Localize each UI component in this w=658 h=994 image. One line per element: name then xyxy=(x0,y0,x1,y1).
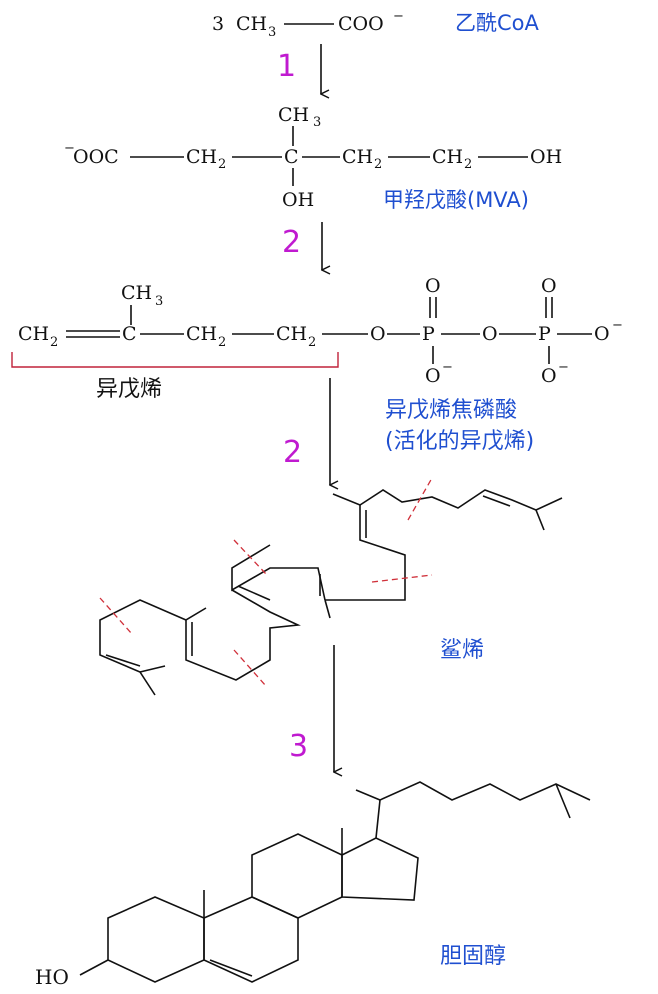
methyl-group: CH xyxy=(278,104,309,126)
mevalonate-formula: CH 3 − OOC CH 2 C CH 2 CH 2 OH OH xyxy=(64,104,562,211)
cut-mark-3 xyxy=(233,539,267,575)
p1-oxide: O xyxy=(425,365,441,387)
step-number-1: 1 xyxy=(277,49,296,84)
squalene-chain-left xyxy=(99,599,187,696)
subscript: 2 xyxy=(218,157,226,172)
carboxylate-group: COO xyxy=(338,13,384,35)
cut-mark-4 xyxy=(233,649,267,687)
negative-charge: − xyxy=(393,9,404,24)
double-bond-left-center xyxy=(237,585,271,601)
subscript: 2 xyxy=(308,335,316,350)
squalene-structure xyxy=(99,489,563,696)
terminal-methyl-a xyxy=(535,497,563,511)
quaternary-carbon: C xyxy=(284,146,299,168)
carboxylate-group: OOC xyxy=(73,146,119,168)
cholesterol-structure xyxy=(79,781,591,983)
side-chain-methyl xyxy=(355,789,381,801)
methyl-group: CH xyxy=(121,282,152,304)
ring-d xyxy=(341,837,419,901)
hydroxyl-label: HO xyxy=(35,965,69,989)
coefficient: 3 xyxy=(212,13,224,35)
squalene-chain-mid xyxy=(325,505,406,601)
methylene-2: CH xyxy=(276,323,307,345)
p2-oxo: O xyxy=(541,275,557,297)
terminal-oxide: O xyxy=(594,323,610,345)
terminal-methylene: CH xyxy=(18,323,49,345)
ester-oxygen: O xyxy=(370,323,386,345)
methylene-2: CH xyxy=(342,146,373,168)
p2-charge: − xyxy=(558,360,569,375)
isopropyl-methyl xyxy=(555,783,571,819)
cleavage-marks xyxy=(99,477,433,687)
methyl-stub xyxy=(324,599,331,619)
mva-label: 甲羟戊酸(MVA) xyxy=(383,188,529,212)
squalene-label: 鲨烯 xyxy=(440,638,484,663)
isopentenyl-pyrophosphate-formula: CH 3 CH 2 C CH 2 CH 2 O P O O − O P O O … xyxy=(18,275,623,387)
isoprene-bracket xyxy=(11,352,339,368)
squalene-chain-top xyxy=(332,489,537,511)
double-bond-top-right xyxy=(482,495,511,507)
ring-a xyxy=(107,896,205,983)
step-number-2b: 2 xyxy=(283,435,302,470)
methylene-1: CH xyxy=(186,146,217,168)
acetyl-coa-label: 乙酰CoA xyxy=(455,11,540,35)
cut-mark-1 xyxy=(407,477,433,521)
cholesterol-label: 胆固醇 xyxy=(440,944,506,969)
ipp-label-line2: (活化的异戊烯) xyxy=(385,429,534,454)
subscript: 3 xyxy=(268,25,276,40)
subscript: 3 xyxy=(313,115,321,130)
terminal-charge: − xyxy=(612,318,623,333)
phosphorus-2: P xyxy=(538,323,551,345)
p1-oxo: O xyxy=(425,275,441,297)
methylene-3: CH xyxy=(432,146,463,168)
negative-charge: − xyxy=(64,141,75,156)
step-number-3: 3 xyxy=(289,729,308,764)
methylene-1: CH xyxy=(186,323,217,345)
acetyl-coa-formula: 3 CH 3 COO − xyxy=(212,9,404,40)
p1-charge: − xyxy=(442,360,453,375)
ring-b xyxy=(203,896,299,983)
cut-mark-2 xyxy=(371,574,433,583)
hydroxyl-bond xyxy=(79,959,109,976)
ring-b-double-bond xyxy=(209,959,253,977)
step-number-2a: 2 xyxy=(282,225,301,260)
isoprene-label: 异戊烯 xyxy=(96,377,162,402)
subscript: 2 xyxy=(50,335,58,350)
subscript: 2 xyxy=(374,157,382,172)
terminal-hydroxyl: OH xyxy=(530,146,562,168)
terminal-methyl-b xyxy=(535,509,545,531)
subscript: 2 xyxy=(218,335,226,350)
bridging-oxygen: O xyxy=(482,323,498,345)
terminal-methyl-left xyxy=(139,665,166,673)
squalene-chain-center xyxy=(231,544,326,601)
ring-c xyxy=(251,833,343,919)
alkene-carbon: C xyxy=(122,323,137,345)
subscript: 3 xyxy=(155,294,163,309)
squalene-chain-lower xyxy=(185,589,301,681)
subscript: 2 xyxy=(464,157,472,172)
p2-oxide: O xyxy=(541,365,557,387)
phosphorus-1: P xyxy=(422,323,435,345)
side-chain xyxy=(375,781,591,839)
double-bond-left xyxy=(105,654,141,667)
ipp-label-line1: 异戊烯焦磷酸 xyxy=(385,398,517,423)
methyl-group: CH xyxy=(236,13,267,35)
hydroxyl-group: OH xyxy=(282,189,314,211)
cut-mark-5 xyxy=(99,597,133,635)
